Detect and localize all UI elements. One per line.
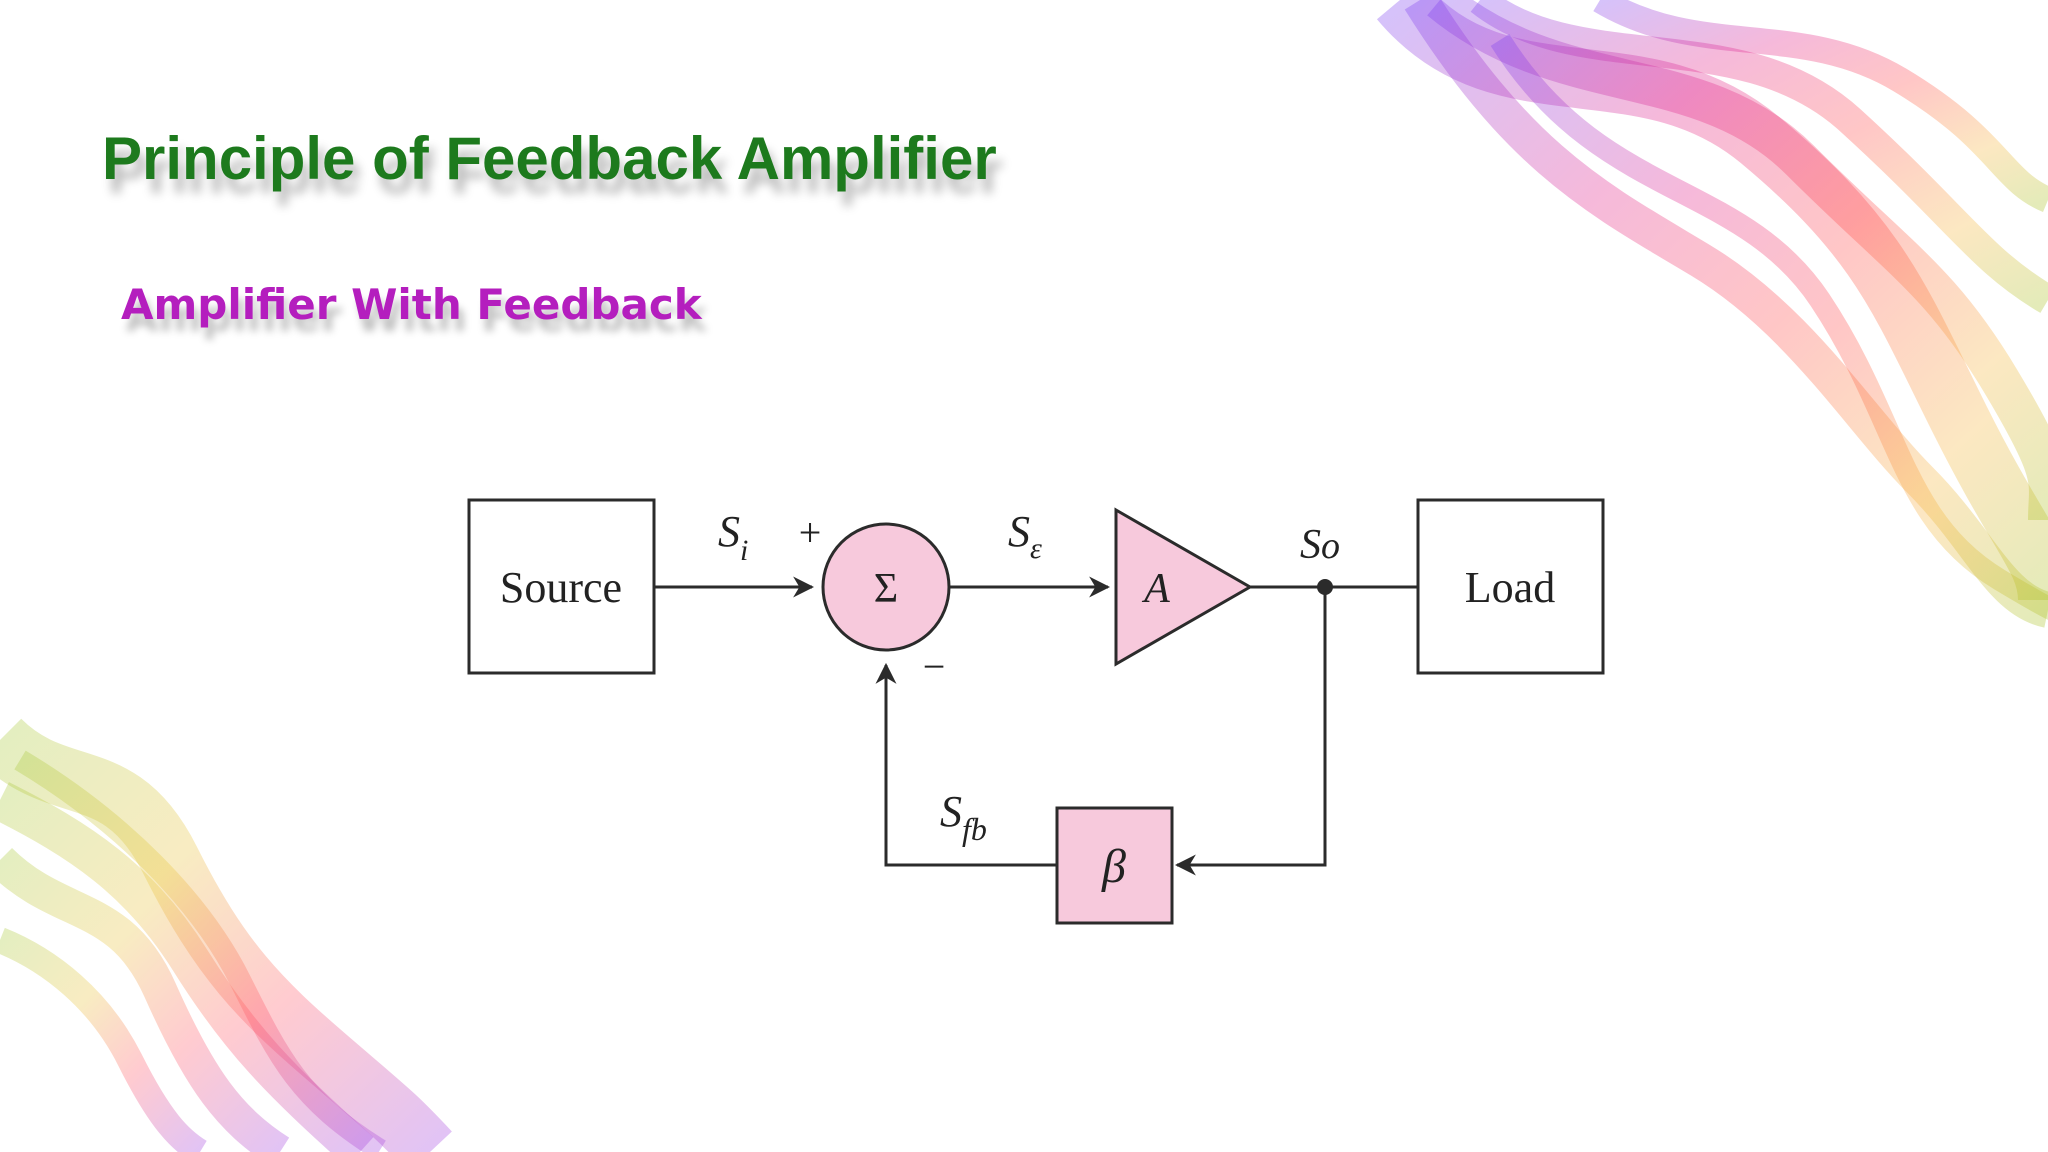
slide-subtitle: Amplifier With Feedback [121,280,702,329]
source-block [467,498,656,675]
minus-sign: − [923,644,946,689]
signal-output-label: So [1300,522,1340,568]
signal-error-base: S [1008,507,1030,556]
signal-feedback-sub: fb [962,811,987,847]
amplifier-block [1114,507,1254,667]
signal-input-label: Si [718,507,748,567]
signal-error-label: Sε [1008,507,1042,565]
load-label: Load [1465,563,1555,612]
signal-output-sub: o [1321,525,1340,567]
signal-output-base: S [1300,522,1321,568]
source-label: Source [500,563,622,612]
wire-output-to-feedback [1174,587,1327,876]
output-node-dot [1317,579,1333,595]
feedback-block [1055,806,1174,925]
plus-sign: + [799,510,822,555]
signal-feedback-label: Sfb [940,787,987,847]
signal-feedback-base: S [940,787,962,836]
wire-feedback-to-summer [875,662,1057,867]
signal-error-sub: ε [1030,532,1042,565]
signal-input-sub: i [740,534,748,567]
signal-input-base: S [718,507,740,556]
summer-label: Σ [874,566,898,612]
summing-junction [821,522,951,652]
amplifier-label: A [1141,566,1170,612]
feedback-label: β [1101,840,1126,893]
slide-title: Principle of Feedback Amplifier [102,125,997,192]
load-block [1416,498,1605,675]
